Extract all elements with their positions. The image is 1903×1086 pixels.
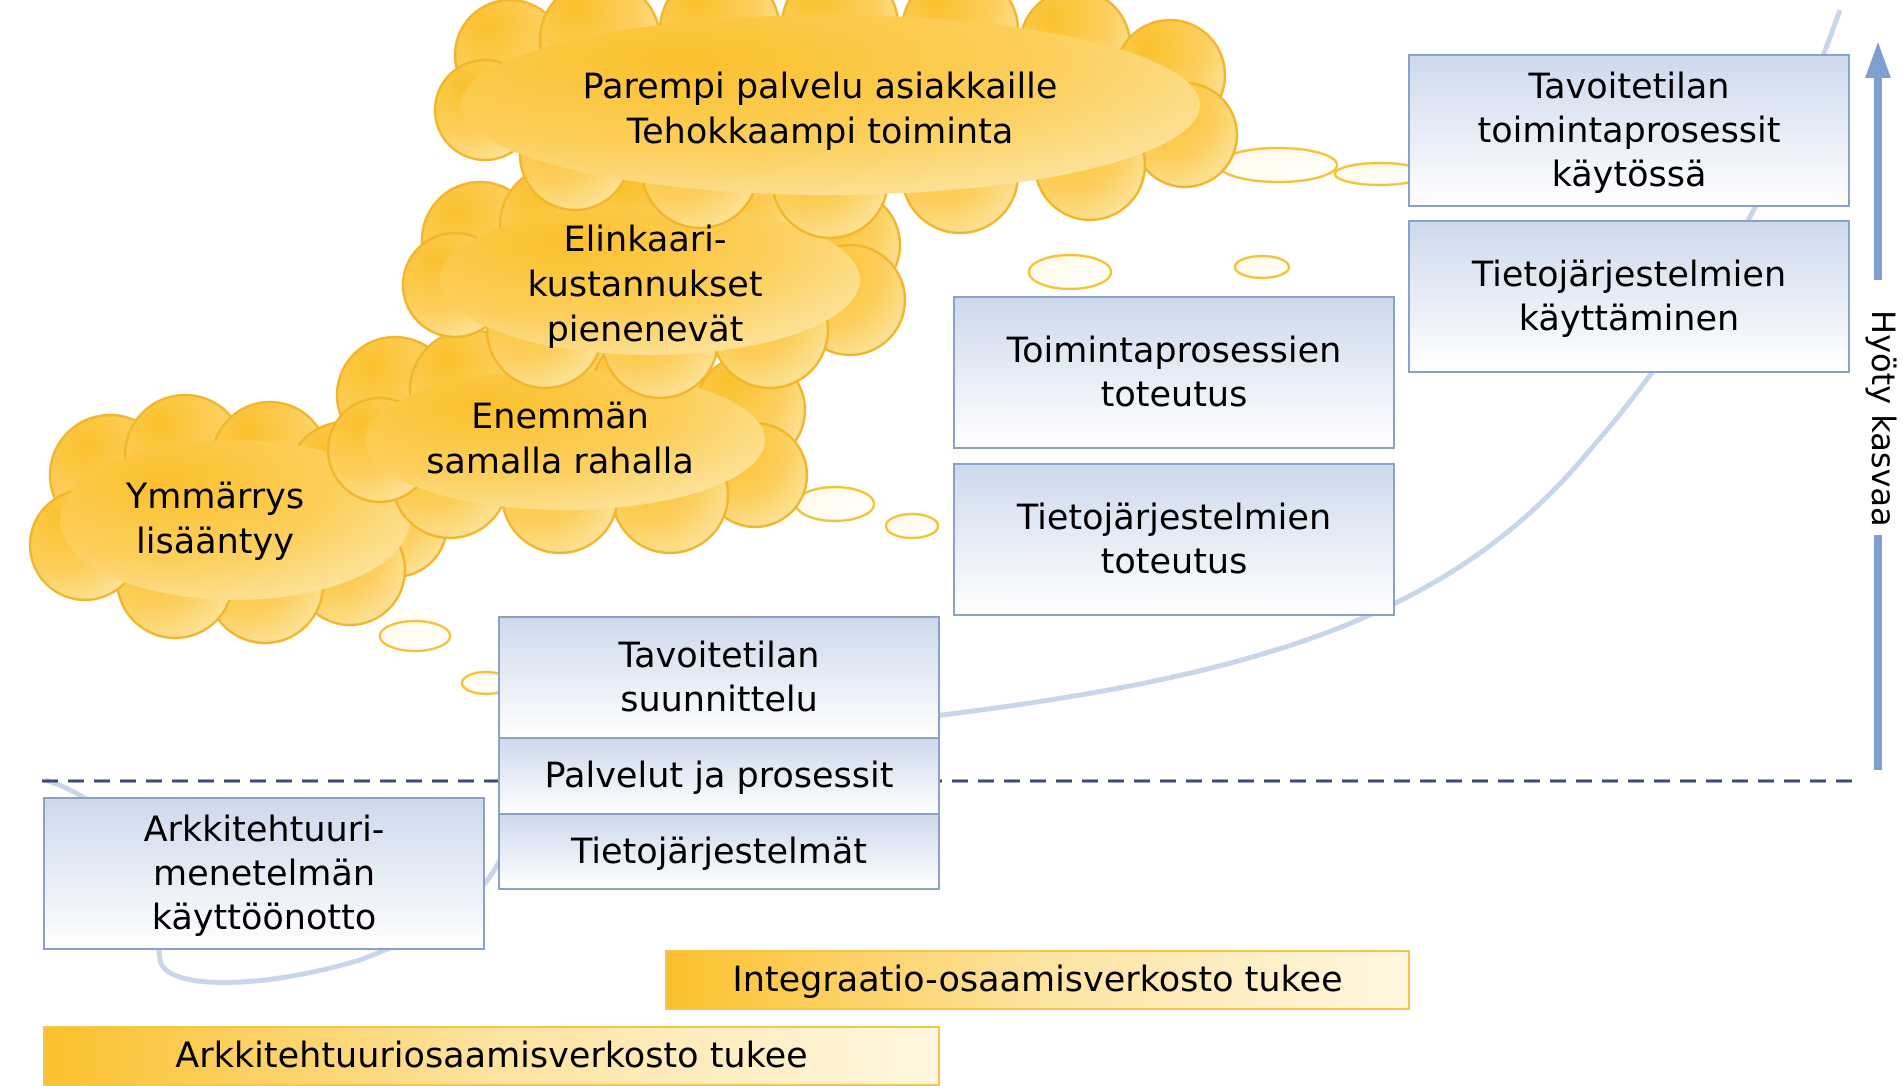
bubble — [378, 619, 452, 653]
bubble — [794, 485, 876, 523]
bubble — [884, 512, 940, 540]
box-tavoitetilan-suunnittelu: Tavoitetilan suunnittelu — [498, 616, 940, 739]
box-arkkitehtuurimenetelman-kayttoonotto: Arkkitehtuuri- menetelmän käyttöönotto — [43, 797, 485, 950]
box-tietojarjestelmien-kayttaminen: Tietojärjestelmien käyttäminen — [1408, 220, 1850, 373]
benefit-arrow-head — [1865, 42, 1891, 78]
bubble — [1027, 253, 1113, 291]
cloud-text-enemman: Enemmän samalla rahalla — [426, 397, 694, 482]
box-tavoitetilan-toimintaprosessit-kaytossa: Tavoitetilan toimintaprosessit käytössä — [1408, 54, 1850, 207]
box-tietojarjestelmat: Tietojärjestelmät — [498, 813, 940, 890]
cloud-text-top: Parempi palvelu asiakkaille Tehokkaampi … — [582, 67, 1058, 152]
box-palvelut-ja-prosessit: Palvelut ja prosessit — [498, 737, 940, 815]
bar-integraatio-osaamisverkosto: Integraatio-osaamisverkosto tukee — [665, 950, 1410, 1010]
bubble — [1217, 146, 1339, 184]
bar-arkkitehtuuriosaamisverkosto: Arkkitehtuuriosaamisverkosto tukee — [43, 1026, 940, 1086]
cloud-text-ymmarrys: Ymmärrys lisääntyy — [125, 477, 305, 562]
box-tietojarjestelmien-toteutus: Tietojärjestelmien toteutus — [953, 463, 1395, 616]
cloud-top — [433, 0, 1239, 240]
cloud-text-elinkaari: Elinkaari- kustannukset pienenevät — [527, 219, 763, 350]
axis-label-hyoty-kasvaa: Hyöty kasvaa — [1864, 310, 1902, 527]
box-toimintaprosessien-toteutus: Toimintaprosessien toteutus — [953, 296, 1395, 449]
bubble — [1233, 254, 1291, 280]
